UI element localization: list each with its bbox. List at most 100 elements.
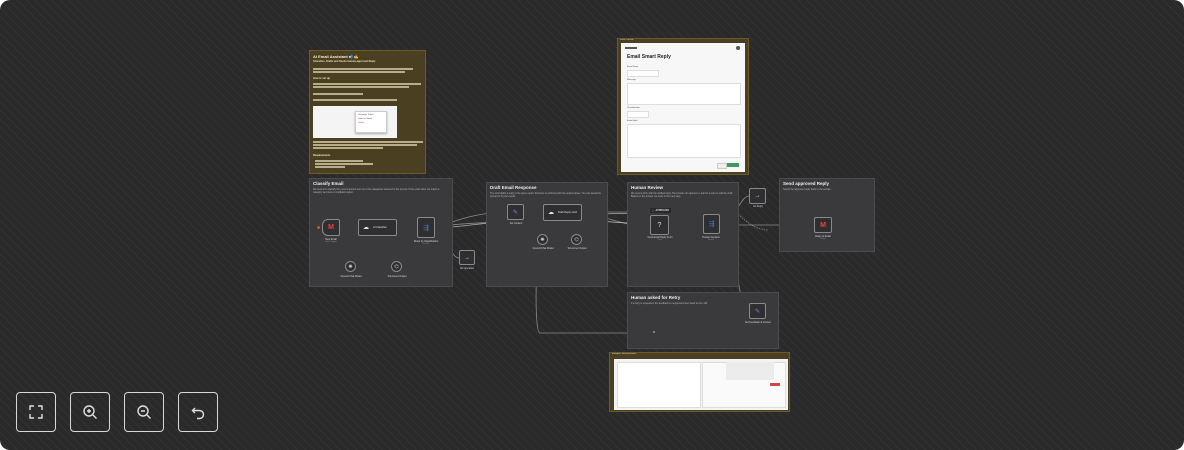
output-parser-node[interactable]: ⌬	[391, 261, 402, 272]
sticky-text-line	[315, 160, 363, 162]
set-feedback-node[interactable]: ✎	[749, 303, 766, 319]
sticky-text-line	[313, 99, 397, 101]
form-field-box	[627, 83, 741, 105]
output-parser-label: Structured Output	[387, 275, 407, 278]
group-human-asked-for-retry[interactable]: Human asked for Retry If a retry is requ…	[627, 292, 779, 349]
approved-badge-label: APPROVED	[655, 209, 669, 212]
reset-zoom-icon	[191, 407, 205, 420]
reset-zoom-button[interactable]	[178, 392, 218, 432]
group-description: We feed AI to classify the most importan…	[313, 188, 440, 194]
gmail-trigger-node[interactable]: M	[322, 219, 340, 236]
connection-junction	[653, 331, 655, 333]
reply-gmail-sub: Gmail	[820, 238, 826, 240]
reply-gmail-node[interactable]: M	[814, 217, 832, 233]
sticky-text-line	[313, 144, 417, 146]
approved-badge: ✔ APPROVED	[650, 208, 671, 213]
no-reply-node[interactable]: →	[749, 188, 766, 204]
form-field-box	[627, 124, 741, 158]
sticky-section-setup: How to set up	[313, 77, 331, 80]
group-title: Classify Email	[313, 181, 344, 186]
form-node-sub: Form	[657, 239, 663, 241]
group-title: Human asked for Retry	[631, 295, 681, 300]
human-decision-sub: Switch	[708, 239, 714, 241]
group-description: Sends the approved reply back to the sen…	[783, 188, 832, 191]
openai-model-node[interactable]: ✺	[345, 261, 356, 272]
gmail-icon: M	[820, 221, 826, 229]
group-send-approved-reply[interactable]: Send approved Reply Sends the approved r…	[779, 178, 875, 252]
sticky-text-line	[313, 93, 363, 95]
form-preview-header: Form Preview	[620, 39, 634, 41]
form-logo	[625, 47, 637, 49]
llm-icon: ☁	[548, 210, 554, 216]
fit-view-icon	[29, 405, 43, 419]
fit-view-button[interactable]	[16, 392, 56, 432]
form-node-label: Send Email Reply Form	[647, 236, 673, 239]
thumb-menu-item: Get page Token	[358, 114, 374, 116]
output-parser-node-2[interactable]: ⌬	[571, 234, 582, 245]
set-feedback-label: Set Feedback & Context	[745, 321, 771, 324]
sticky-result-preview[interactable]: Example: Result preview	[609, 352, 790, 412]
set-context-label: Set Context	[509, 222, 523, 225]
no-operation-node[interactable]: →	[459, 250, 475, 265]
route-switch-sub: Switch	[423, 243, 429, 245]
route-switch-label: Route by Classification	[413, 240, 439, 243]
form-field-label: Classification	[627, 107, 640, 109]
parser-icon: ⌬	[394, 263, 399, 270]
brain-icon: ☁	[363, 225, 369, 231]
form-field-box	[627, 70, 659, 77]
sticky-text-line	[313, 83, 421, 85]
form-preview-card: Email Smart Reply Email From Message Cla…	[621, 43, 745, 172]
zoom-out-icon	[137, 405, 151, 419]
switch-icon: ⇶	[708, 221, 715, 228]
thumbnail-popup-menu: Get page Token Open in Gmail Delete	[355, 111, 387, 133]
openai-model-node-2[interactable]: ✺	[537, 234, 548, 245]
form-field-box	[627, 111, 649, 118]
sticky-form-preview[interactable]: Form Preview Email Smart Reply Email Fro…	[617, 38, 749, 175]
group-description: The LLM drafts a reply to the given emai…	[490, 192, 601, 198]
ai-classifier-label: AI Classifier	[373, 226, 387, 229]
trigger-entry-dot	[317, 226, 320, 229]
form-field-label: Email From	[627, 66, 639, 68]
arrow-right-icon: →	[754, 193, 761, 199]
set-context-node[interactable]: ✎	[507, 204, 524, 220]
group-title: Human Review	[631, 185, 664, 190]
group-draft-email-response[interactable]: Draft Email Response The LLM drafts a re…	[486, 182, 608, 287]
openai-model-label-2: OpenAI Chat Model	[532, 247, 554, 250]
sticky-subtitle: Classifies, Drafts and Sends Human-appro…	[313, 60, 376, 63]
thumb-menu-item: Delete	[358, 122, 365, 124]
parser-icon: ⌬	[574, 236, 579, 243]
result-preview-image	[614, 359, 788, 410]
question-icon: ?	[657, 221, 662, 229]
form-node[interactable]: ?	[650, 215, 669, 235]
switch-icon: ⇶	[423, 224, 429, 232]
openai-model-label: OpenAI Chat Model	[340, 275, 362, 278]
human-decision-switch-node[interactable]: ⇶	[703, 214, 720, 234]
sticky-text-line	[315, 163, 373, 165]
sticky-text-line	[313, 86, 409, 88]
preview-email-pane	[617, 362, 701, 408]
no-operation-label: No Operation	[459, 267, 475, 270]
zoom-out-button[interactable]	[124, 392, 164, 432]
form-cancel-button	[717, 163, 727, 169]
sticky-text-line	[313, 68, 413, 70]
gmail-icon: M	[328, 224, 334, 231]
group-human-review[interactable]: Human Review We send a form with the dra…	[627, 182, 739, 287]
route-switch-node[interactable]: ⇶	[417, 217, 435, 238]
group-title: Draft Email Response	[490, 185, 537, 190]
no-reply-label: No Reply	[753, 205, 763, 208]
sticky-note-instructions[interactable]: AI Email Assistant 📬✍️ Classifies, Draft…	[309, 50, 426, 174]
sticky-text-line	[313, 147, 383, 149]
sticky-text-line	[313, 71, 405, 73]
reply-gmail-label: Reply to Email	[815, 235, 831, 238]
sticky-title: AI Email Assistant 📬✍️	[313, 54, 359, 59]
result-preview-header: Example: Result preview	[612, 353, 637, 355]
draft-llm-node[interactable]: ☁ Draft Reply LLM	[543, 204, 582, 221]
openai-icon: ✺	[540, 236, 545, 243]
gmail-trigger-sub: Gmail Trigger	[324, 241, 338, 243]
form-submit-button	[727, 163, 739, 167]
form-avatar	[736, 46, 740, 50]
ai-classifier-node[interactable]: ☁ AI Classifier	[358, 219, 397, 236]
draft-llm-label: Draft Reply LLM	[558, 211, 577, 214]
zoom-in-button[interactable]	[70, 392, 110, 432]
